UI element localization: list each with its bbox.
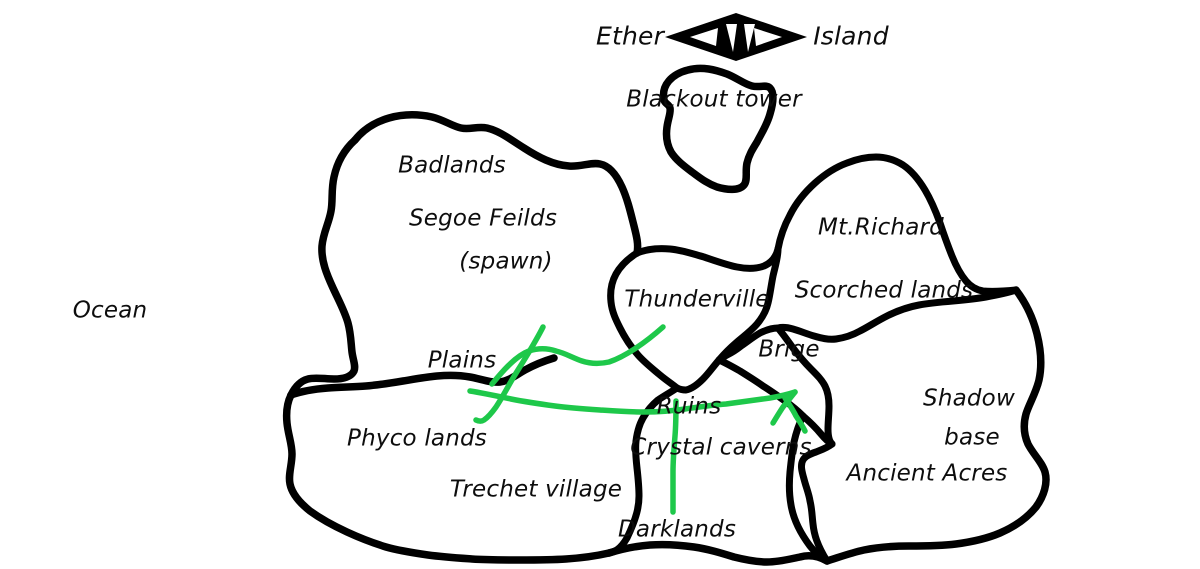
coastline-southeast-landmass-ancient-acres bbox=[823, 286, 1050, 565]
road-brige-junction-road-south bbox=[782, 395, 808, 434]
map-label-badlands: Badlands bbox=[398, 152, 506, 179]
road-main-east-west-road bbox=[467, 388, 798, 415]
border-mt-richard-north-coast bbox=[774, 153, 1020, 295]
map-label-plains: Plains bbox=[427, 347, 497, 374]
map-label-blackout-tower: Blackout tower bbox=[626, 86, 802, 113]
border-scorched-lands-south-border bbox=[774, 286, 1020, 343]
road-crystal-caverns-darklands-road bbox=[670, 398, 679, 515]
map-label-ancient-acres: Ancient Acres bbox=[846, 460, 1008, 487]
road-thunderville-spur-road bbox=[489, 324, 666, 387]
coastline-southeast-landmass-west-coast bbox=[605, 540, 831, 566]
ether-island-emblem-icon bbox=[665, 13, 807, 61]
road-brige-junction-road bbox=[770, 389, 798, 426]
emblem-cut-w-left-icon bbox=[726, 24, 737, 52]
map-label-scorched-lands: Scorched lands bbox=[794, 277, 974, 304]
border-thunderville-east-border bbox=[673, 245, 782, 394]
map-label-darklands: Darklands bbox=[617, 516, 737, 543]
border-ruins-darklands-east-border bbox=[785, 412, 831, 565]
road-plains-to-phyco-road bbox=[473, 324, 546, 424]
region-border-group bbox=[605, 153, 1020, 565]
road-network-group bbox=[467, 324, 808, 515]
map-label-brige: Brige bbox=[758, 336, 820, 363]
emblem-cut-right-icon bbox=[754, 28, 782, 46]
map-title-right: Island bbox=[813, 21, 889, 51]
border-brige-connector-west bbox=[715, 324, 782, 364]
map-label-segoe-feilds: Segoe Feilds bbox=[408, 205, 558, 232]
emblem-diamond-icon bbox=[665, 13, 807, 61]
map-label-ocean: Ocean bbox=[72, 297, 148, 324]
border-ruins-west-border bbox=[605, 384, 681, 557]
map-label-mt-richard: Mt.Richard bbox=[818, 214, 944, 241]
map-label-trechet-village: Trechet village bbox=[449, 476, 623, 503]
coastline-west-coast-segoe bbox=[287, 136, 359, 399]
map-title-left: Ether bbox=[595, 21, 665, 51]
map-label-spawn: (spawn) bbox=[459, 248, 553, 275]
border-brige-south-border bbox=[774, 324, 836, 448]
border-thunderville-north-west-border bbox=[607, 249, 681, 392]
border-ancient-acres-west-border bbox=[797, 440, 836, 565]
map-label-crystal-caverns: Crystal caverns bbox=[630, 434, 812, 461]
map-label-phyco-lands: Phyco lands bbox=[347, 425, 487, 452]
coastline-blackout-tower-island bbox=[659, 64, 777, 194]
coastline-southwest-landmass-phyco bbox=[282, 391, 613, 564]
map-label-thunderville: Thunderville bbox=[624, 286, 770, 313]
coastline-group bbox=[282, 64, 1050, 566]
emblem-cut-left-icon bbox=[690, 28, 718, 46]
border-thunderville-north-east-border bbox=[633, 245, 782, 272]
map-label-shadow: Shadow bbox=[923, 385, 1015, 412]
map-label-base: base bbox=[944, 424, 1000, 451]
emblem-cut-w-right-icon bbox=[744, 24, 755, 52]
coastline-northwest-landmass-segoe-feilds bbox=[351, 111, 642, 257]
map-label-ruins: Ruins bbox=[656, 393, 722, 420]
